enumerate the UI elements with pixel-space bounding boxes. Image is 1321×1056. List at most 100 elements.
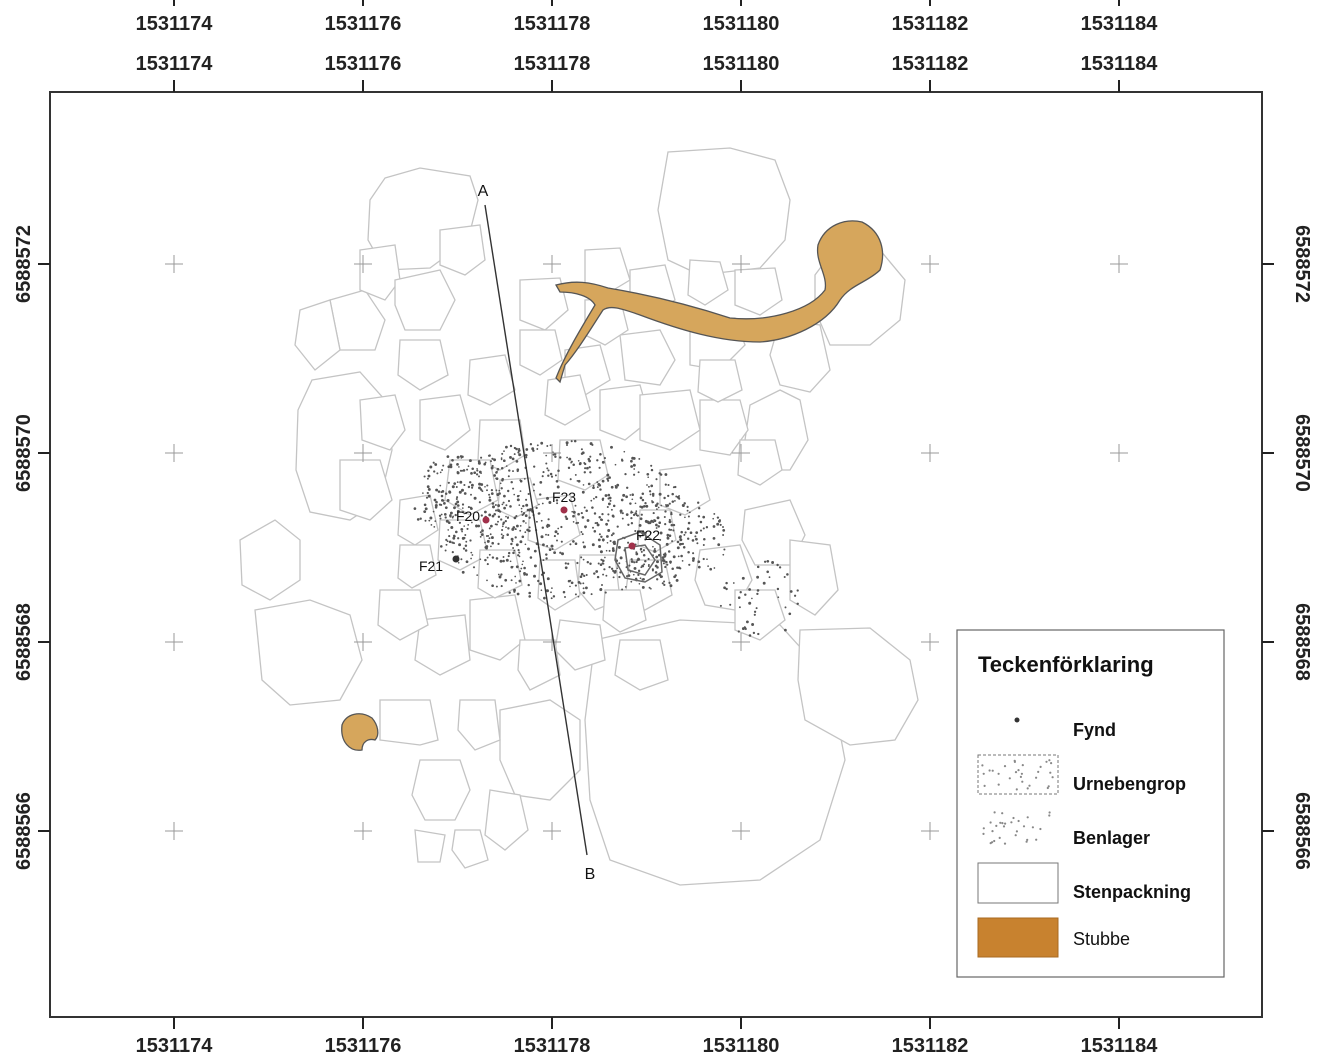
bone-dot — [522, 520, 525, 523]
bone-dot — [424, 507, 428, 511]
bone-dot — [639, 577, 642, 580]
y-tick-label: 6588572 — [13, 225, 35, 303]
bone-dot — [601, 512, 604, 516]
bone-dot — [571, 510, 574, 513]
bone-dot — [495, 557, 499, 560]
bone-dot — [588, 466, 591, 469]
bone-dot — [560, 525, 563, 529]
bone-dot — [631, 498, 634, 501]
bone-dot — [523, 571, 526, 575]
bone-dot — [513, 453, 516, 456]
bone-dot — [429, 516, 433, 520]
x-tick-label: 1531184 — [1081, 53, 1159, 75]
feature-point-f22 — [628, 542, 636, 550]
bone-dot — [646, 472, 650, 476]
legend-dot — [1031, 826, 1034, 829]
bone-dot — [697, 565, 701, 569]
bone-dot — [471, 486, 474, 489]
bone-dot — [491, 502, 495, 505]
bone-dot — [548, 501, 552, 504]
legend-dot — [988, 769, 991, 772]
bone-dot — [559, 551, 562, 554]
bone-dot — [512, 470, 514, 473]
bone-dot — [495, 585, 498, 588]
bone-dot — [689, 531, 693, 535]
bone-dot — [642, 554, 646, 557]
bone-dot — [570, 440, 573, 443]
legend-dot — [1049, 771, 1052, 774]
bone-dot — [752, 631, 756, 635]
bone-dot — [616, 567, 619, 570]
bone-dot — [668, 528, 671, 531]
bone-dot — [713, 567, 716, 569]
bone-dot — [536, 448, 539, 450]
bone-dot — [638, 582, 641, 585]
bone-dot — [564, 566, 568, 570]
bone-dot — [479, 531, 482, 534]
bone-dot — [500, 585, 503, 588]
bone-dot — [630, 560, 634, 563]
bone-dot — [491, 556, 495, 559]
bone-dot — [527, 583, 530, 587]
bone-dot — [540, 441, 544, 445]
bone-dot — [500, 533, 503, 536]
bone-dot — [516, 495, 520, 498]
bone-dot — [597, 562, 600, 565]
bone-dot — [589, 471, 592, 474]
bone-dot — [517, 554, 520, 557]
bone-dot — [545, 462, 548, 465]
bone-dot — [683, 533, 686, 536]
bone-dot — [439, 471, 442, 474]
bone-dot — [492, 505, 495, 509]
bone-dot — [578, 463, 581, 466]
bone-dot — [629, 502, 632, 505]
bone-dot — [655, 527, 658, 529]
bone-dot — [505, 504, 508, 507]
bone-dot — [490, 536, 494, 540]
bone-dot — [625, 495, 628, 499]
bone-dot — [623, 450, 626, 453]
bone-dot — [745, 620, 749, 624]
bone-dot — [664, 553, 667, 556]
bone-dot — [776, 587, 780, 591]
legend-dot — [997, 772, 1000, 775]
bone-dot — [593, 530, 597, 533]
bone-dot — [656, 578, 659, 581]
bone-dot — [627, 541, 630, 544]
bone-dot — [440, 513, 443, 516]
bone-dot — [553, 535, 556, 538]
bone-dot — [461, 503, 465, 506]
bone-dot — [434, 506, 438, 509]
bone-dot — [500, 458, 503, 461]
bone-dot — [477, 524, 481, 528]
bone-dot — [546, 496, 549, 500]
bone-dot — [658, 472, 661, 475]
bone-dot — [501, 525, 504, 528]
bone-dot — [607, 493, 611, 497]
bone-dot — [796, 602, 799, 606]
bone-dot — [621, 517, 624, 520]
bone-dot — [510, 542, 513, 546]
bone-dot — [511, 540, 514, 543]
bone-dot — [480, 456, 483, 459]
bone-dot — [607, 513, 610, 516]
legend-dot — [991, 830, 994, 833]
bone-dot — [574, 584, 577, 587]
bone-dot — [637, 471, 640, 474]
legend-dot — [1035, 776, 1038, 779]
bone-dot — [627, 523, 630, 526]
bone-dot — [490, 460, 492, 463]
bone-dot — [666, 533, 670, 537]
bone-dot — [706, 558, 708, 561]
bone-dot — [584, 467, 587, 470]
bone-dot — [678, 535, 682, 539]
bone-dot — [655, 478, 658, 481]
bone-dot — [483, 462, 487, 466]
bone-dot — [652, 521, 655, 524]
bone-dot — [583, 545, 586, 549]
bone-dot — [679, 538, 683, 542]
bone-dot — [546, 577, 550, 581]
bone-dot — [696, 542, 699, 545]
bone-dot — [516, 592, 520, 596]
bone-dot — [574, 593, 577, 596]
